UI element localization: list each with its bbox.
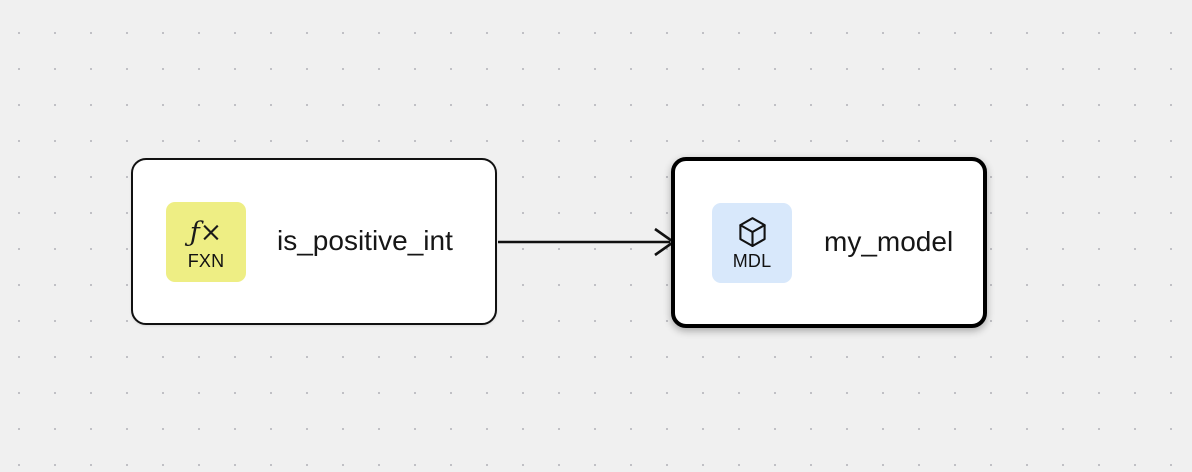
edge-fxn-to-mdl[interactable]: [498, 227, 676, 257]
node-badge-caption: MDL: [732, 251, 772, 271]
node-my-model[interactable]: MDL my_model: [671, 157, 987, 328]
node-title: is_positive_int: [277, 225, 453, 257]
node-is-positive-int[interactable]: ƒ× FXN is_positive_int: [131, 158, 497, 325]
cube-icon: [737, 215, 768, 249]
node-badge-mdl: MDL: [712, 202, 792, 283]
node-badge-fxn: ƒ× FXN: [166, 201, 246, 282]
function-icon: ƒ×: [189, 216, 223, 248]
node-badge-caption: FXN: [187, 251, 225, 271]
node-title: my_model: [824, 226, 954, 258]
